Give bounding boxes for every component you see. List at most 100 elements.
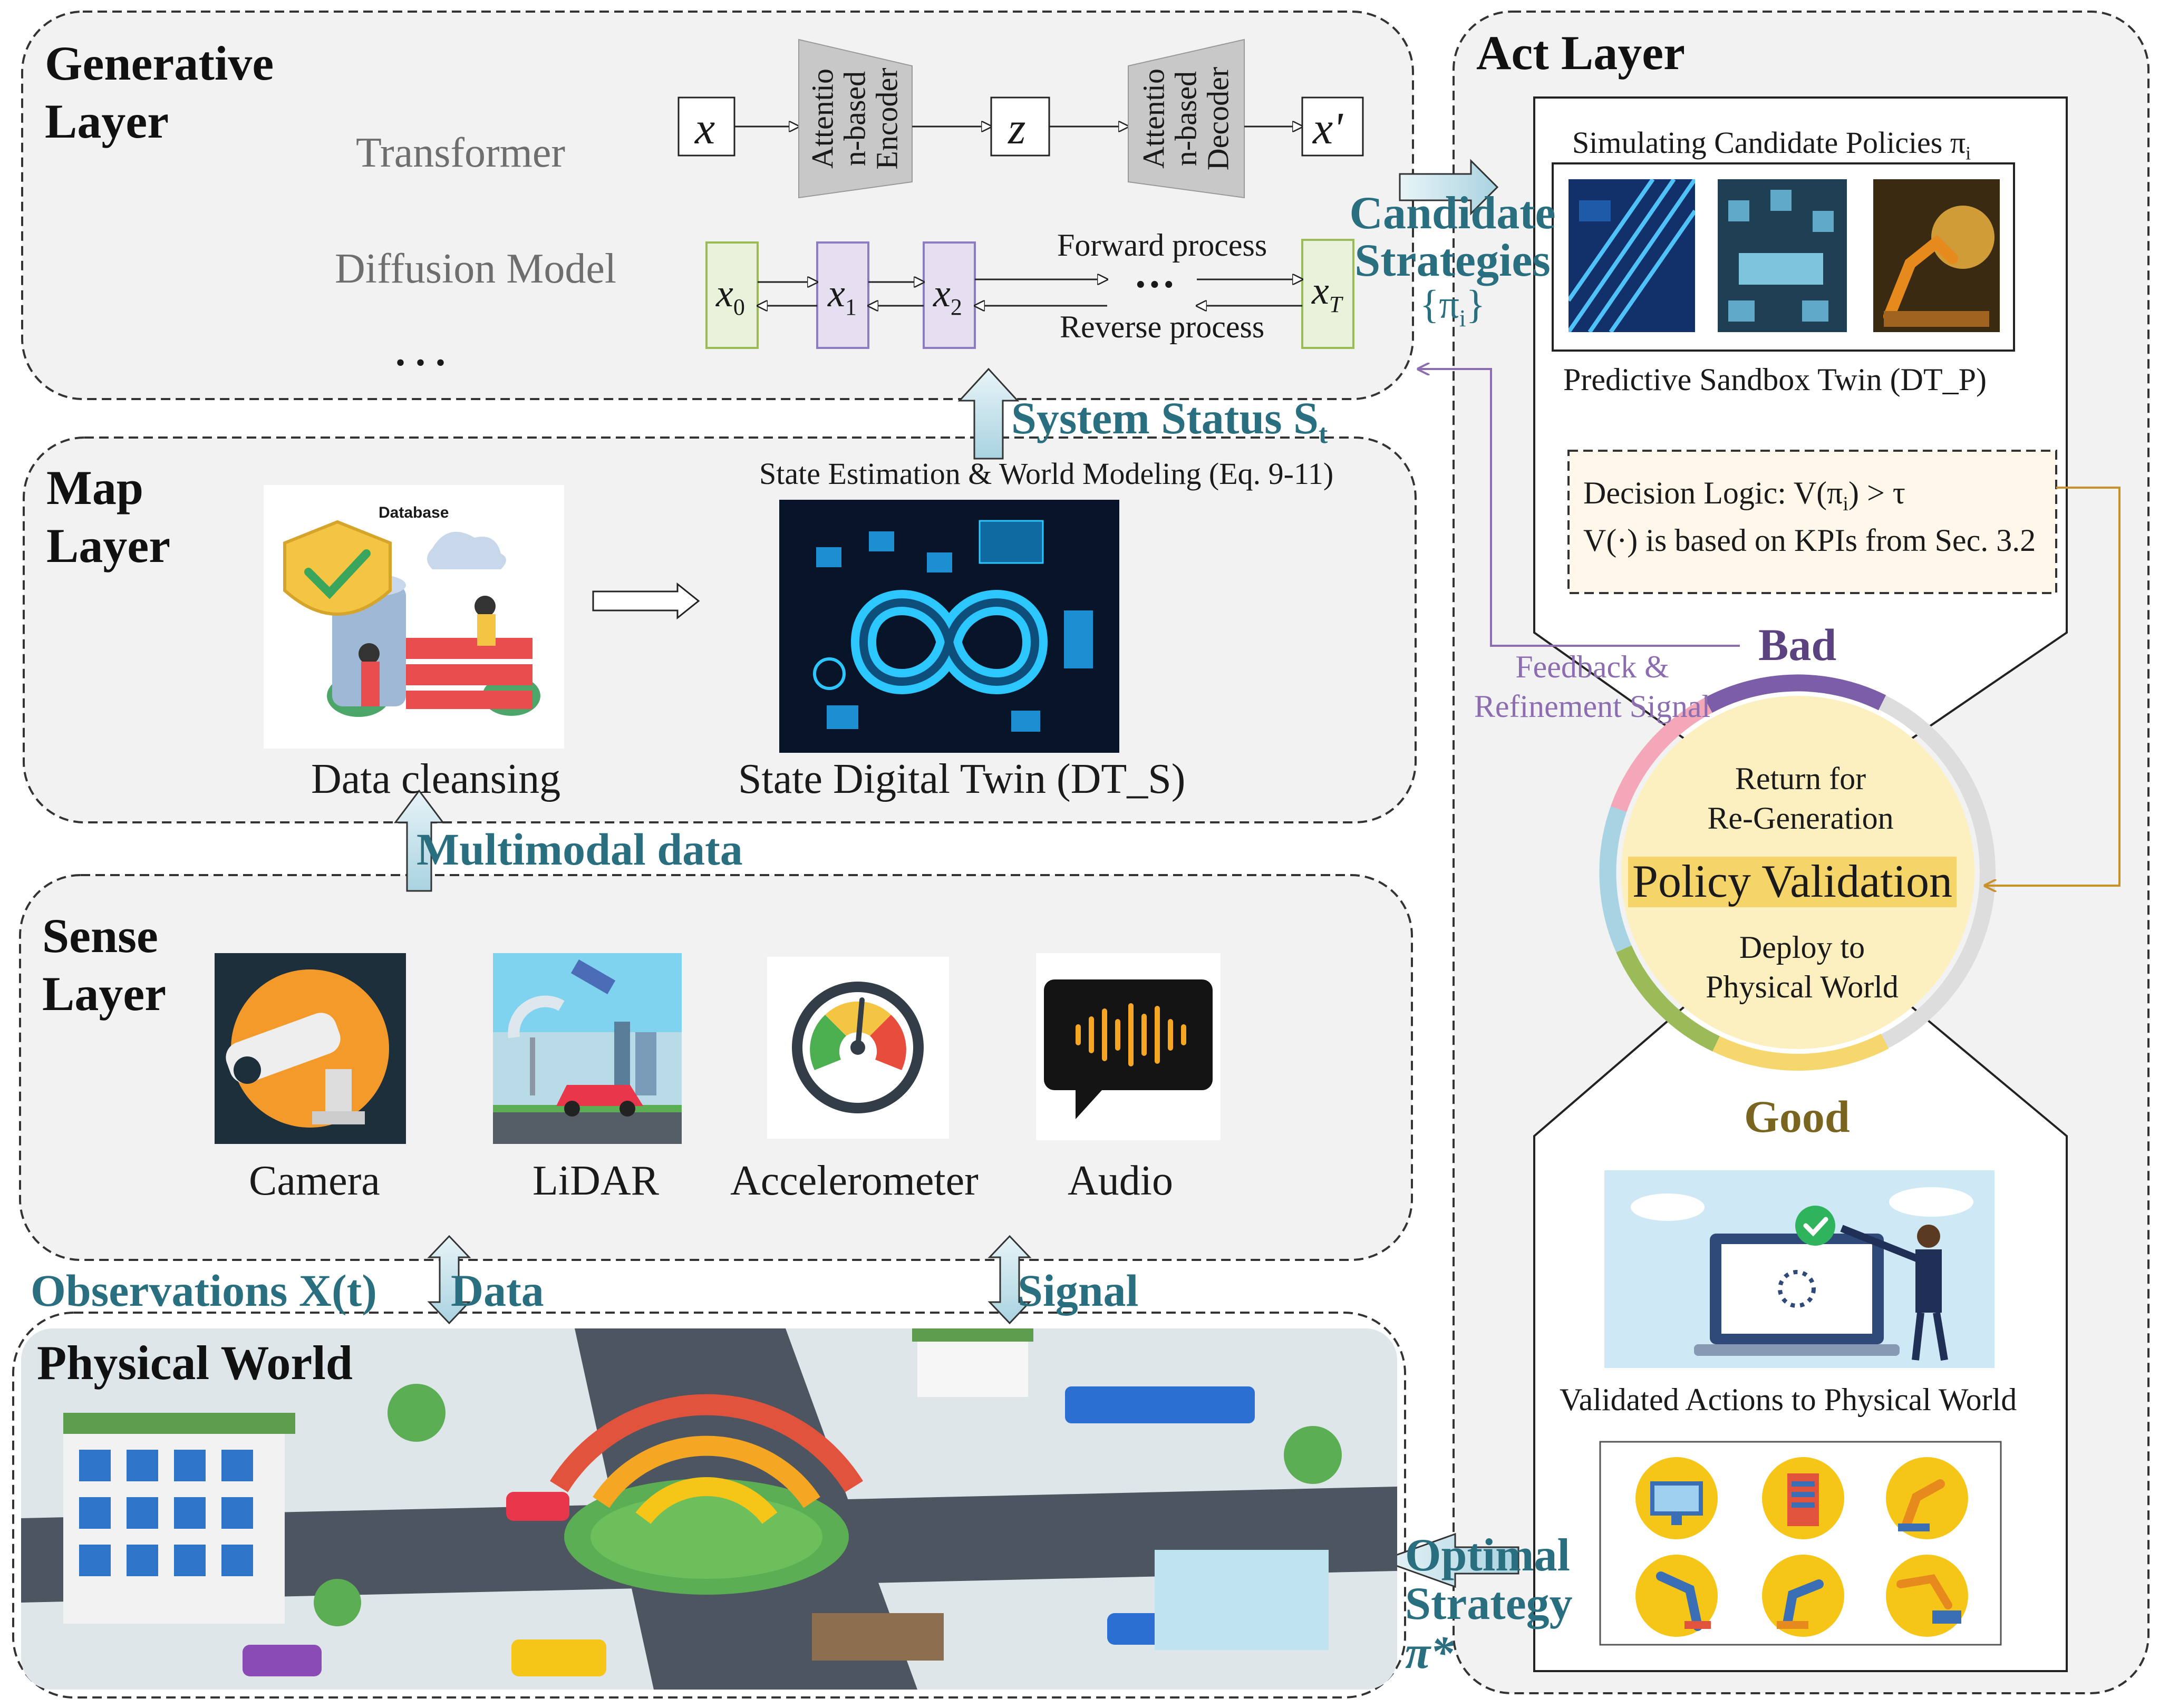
- deploy-line-2: Physical World: [1706, 969, 1899, 1004]
- map-title-line2: Layer: [46, 519, 171, 573]
- action-icon-robot-arm-3: [1756, 1552, 1851, 1639]
- reverse-process-label: Reverse process: [1060, 309, 1265, 344]
- feedback-arrow: [1418, 369, 1740, 647]
- simulating-main: Simulating Candidate Policies π: [1572, 125, 1966, 160]
- forward-process-label: Forward process: [1057, 228, 1267, 263]
- database-illustration-icon: [264, 485, 564, 749]
- audio-icon: [1036, 953, 1221, 1140]
- diffusion-dots: ···: [1134, 261, 1176, 308]
- decision-main: Decision Logic: V(π: [1583, 475, 1843, 510]
- x-output-label: x': [1313, 103, 1343, 153]
- bad-label: Bad: [1758, 619, 1837, 670]
- xT-label: xT: [1312, 271, 1342, 316]
- return-line-2: Re-Generation: [1707, 801, 1894, 836]
- candidate-line-3: {πi}: [1349, 282, 1555, 332]
- x0-main: x: [716, 272, 733, 315]
- system-status-main: System Status S: [1011, 393, 1319, 443]
- optimal-line-2: Strategy: [1405, 1578, 1573, 1630]
- generative-layer-title: Generative Layer: [45, 34, 274, 151]
- x2-box: [923, 241, 976, 349]
- generative-layer-panel: [21, 11, 1414, 400]
- system-status-sub: t: [1318, 419, 1328, 450]
- green-arc: [1616, 945, 1720, 1052]
- encoder-line-1: Attentio: [805, 68, 840, 169]
- pink-arc: [1610, 697, 1712, 812]
- optimal-line-3: π*: [1405, 1627, 1454, 1678]
- optimal-line-1: Optimal: [1405, 1530, 1570, 1581]
- city-intersection-illustration-icon: [21, 1328, 1397, 1690]
- sensor-label-camera: Camera: [249, 1158, 380, 1204]
- feedback-label: Feedback & Refinement Signal: [1474, 647, 1710, 726]
- data-flow-label: Data: [451, 1265, 544, 1316]
- x0-sub: 0: [733, 294, 745, 320]
- sandbox-image-3-icon: [1873, 179, 2000, 332]
- encoder-shape: [798, 38, 913, 199]
- sandbox-twin-label: Predictive Sandbox Twin (DT_P): [1563, 362, 1987, 397]
- generative-title-line1: Generative: [45, 36, 274, 90]
- x2-label: x2: [933, 274, 962, 319]
- data-cleansing-label: Data cleansing: [311, 756, 561, 802]
- map-layer-title: Map Layer: [46, 459, 170, 575]
- arrow-candidate-strategies: [1399, 159, 1499, 216]
- sandbox-image-2-icon: [1718, 179, 1847, 332]
- xT-sub: T: [1329, 291, 1342, 317]
- x2-sub: 2: [950, 294, 962, 320]
- blue-arc: [1599, 806, 1632, 953]
- validated-laptop-illustration-icon: [1604, 1170, 1995, 1368]
- arrow-signal: [987, 1235, 1032, 1325]
- sensor-label-lidar: LiDAR: [533, 1158, 659, 1204]
- arrow-system-status: [957, 367, 1020, 460]
- state-estimation-label: State Estimation & World Modeling (Eq. 9…: [759, 457, 1334, 491]
- digital-twin-infinity-icon: [779, 500, 1119, 753]
- encoder-label: Attentio n-based Encoder: [805, 67, 904, 169]
- arrow-multimodal: [394, 789, 444, 892]
- x1-sub: 1: [845, 294, 857, 320]
- arrow-observations-data: [427, 1235, 471, 1325]
- observations-label: Observations X(t): [31, 1265, 377, 1316]
- feedback-line-1: Feedback &: [1515, 649, 1669, 684]
- physical-world-title: Physical World: [37, 1336, 353, 1390]
- map-layer-panel: [23, 436, 1417, 823]
- x0-label: x0: [716, 274, 745, 319]
- deploy-label: Deploy to Physical World: [1706, 928, 1899, 1007]
- candidate-strategies-label: Candidate Strategies {πi}: [1349, 190, 1555, 331]
- generative-ellipsis: . . .: [395, 330, 446, 374]
- decoder-shape: [1128, 38, 1245, 199]
- transformer-label: Transformer: [356, 130, 565, 176]
- simulating-sub: i: [1966, 142, 1971, 164]
- x1-main: x: [828, 272, 845, 315]
- sense-title-line1: Sense: [42, 909, 158, 963]
- z-label: z: [1008, 103, 1026, 153]
- accelerometer-icon: [767, 957, 949, 1139]
- x-input-label: x: [695, 103, 715, 153]
- xT-box: [1301, 239, 1354, 349]
- x-input-box: [677, 96, 735, 157]
- feedback-line-2: Refinement Signal: [1474, 689, 1711, 724]
- action-icon-server: [1756, 1455, 1851, 1542]
- candidate-line-2: Strategies: [1354, 235, 1551, 286]
- action-icon-robot-arm-1: [1880, 1455, 1974, 1542]
- state-digital-twin-label: State Digital Twin (DT_S): [738, 756, 1186, 802]
- sensor-label-audio: Audio: [1068, 1158, 1173, 1204]
- validated-actions-label: Validated Actions to Physical World: [1560, 1382, 2017, 1417]
- candidate-pi-close: }: [1466, 282, 1486, 327]
- candidate-pi-sub: i: [1459, 304, 1466, 332]
- decoder-label: Attentio n-based Decoder: [1137, 67, 1235, 170]
- diffusion-model-label: Diffusion Model: [335, 246, 617, 292]
- encoder-line-2: n-based: [837, 71, 872, 167]
- candidate-pi-open: {π: [1419, 282, 1459, 327]
- multimodal-data-label: Multimodal data: [417, 824, 743, 875]
- lidar-icon: [493, 953, 682, 1144]
- policy-validation-label: Policy Validation: [1628, 857, 1957, 907]
- sense-title-line2: Layer: [42, 967, 167, 1021]
- decision-line-1: Decision Logic: V(πi) > τ: [1583, 477, 1905, 514]
- sensor-label-accelerometer: Accelerometer: [730, 1158, 979, 1204]
- sandbox-image-1-icon: [1569, 179, 1695, 332]
- bad-arc: [1704, 674, 1886, 713]
- xT-main: x: [1312, 269, 1329, 313]
- action-icon-robot-arm-2: [1629, 1552, 1724, 1639]
- good-arc: [1712, 1033, 1889, 1071]
- action-icon-robot-arm-4: [1880, 1552, 1974, 1639]
- arrow-optimal-strategy: [1379, 1532, 1519, 1588]
- action-icon-monitor: [1629, 1455, 1724, 1542]
